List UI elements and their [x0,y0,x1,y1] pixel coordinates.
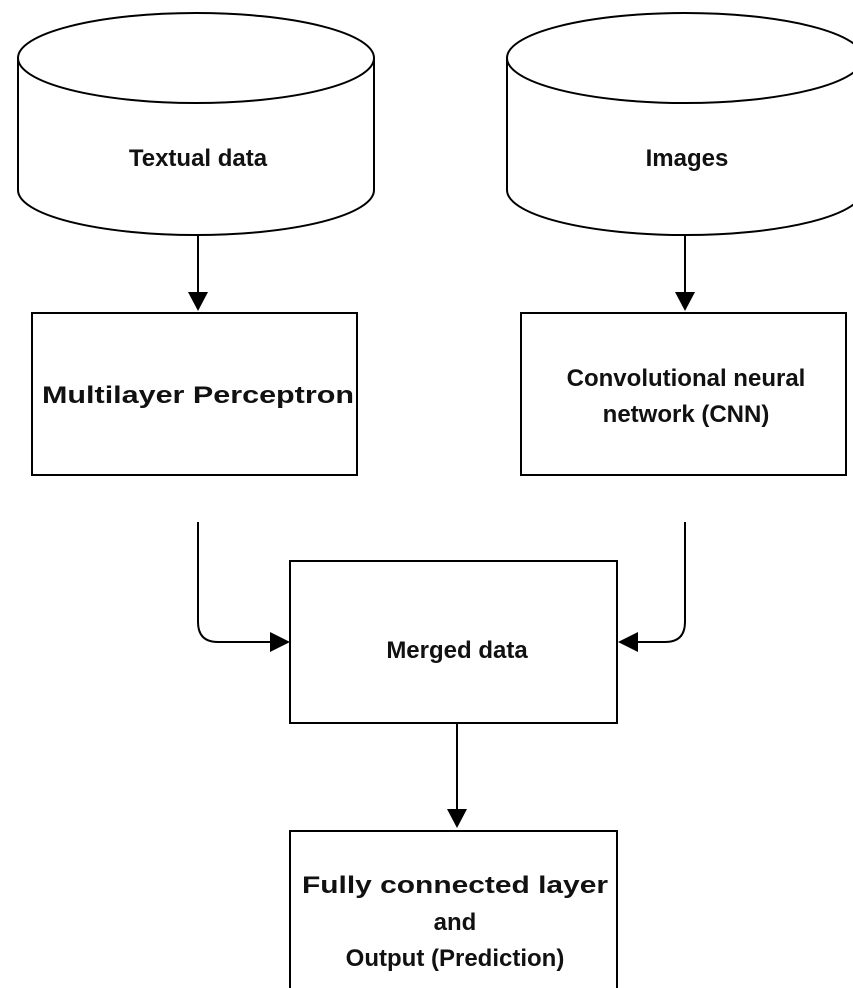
cnn-label-line1: Convolutional neural [567,365,806,392]
output-box: Fully connected layer and Output (Predic… [289,830,618,988]
textual-data-label: Textual data [129,145,268,172]
merged-data-label: Merged data [386,637,528,664]
textual-data-cylinder: Textual data [17,12,375,236]
cnn-label-line2: network (CNN) [603,401,770,428]
output-label-line3: Output (Prediction) [346,945,565,972]
images-cylinder-body [506,58,853,236]
arrow-merged-to-output [447,723,467,828]
textual-data-cylinder-top [17,12,375,104]
arrow-images-to-cnn [675,235,695,311]
arrow-textual-to-mlp [188,235,208,311]
images-cylinder-top [506,12,853,104]
arrow-mlp-to-merged [197,522,290,652]
mlp-label: Multilayer Perceptron [42,382,354,409]
cnn-box: Convolutional neural network (CNN) [520,312,847,476]
textual-data-cylinder-body [17,58,375,236]
output-label-line2: and [434,909,477,936]
merged-data-box: Merged data [289,560,618,724]
images-label: Images [646,145,729,172]
arrow-cnn-to-merged [618,522,686,652]
mlp-box: Multilayer Perceptron [31,312,358,476]
images-cylinder: Images [506,12,853,236]
output-label-line1: Fully connected layer [302,872,608,899]
